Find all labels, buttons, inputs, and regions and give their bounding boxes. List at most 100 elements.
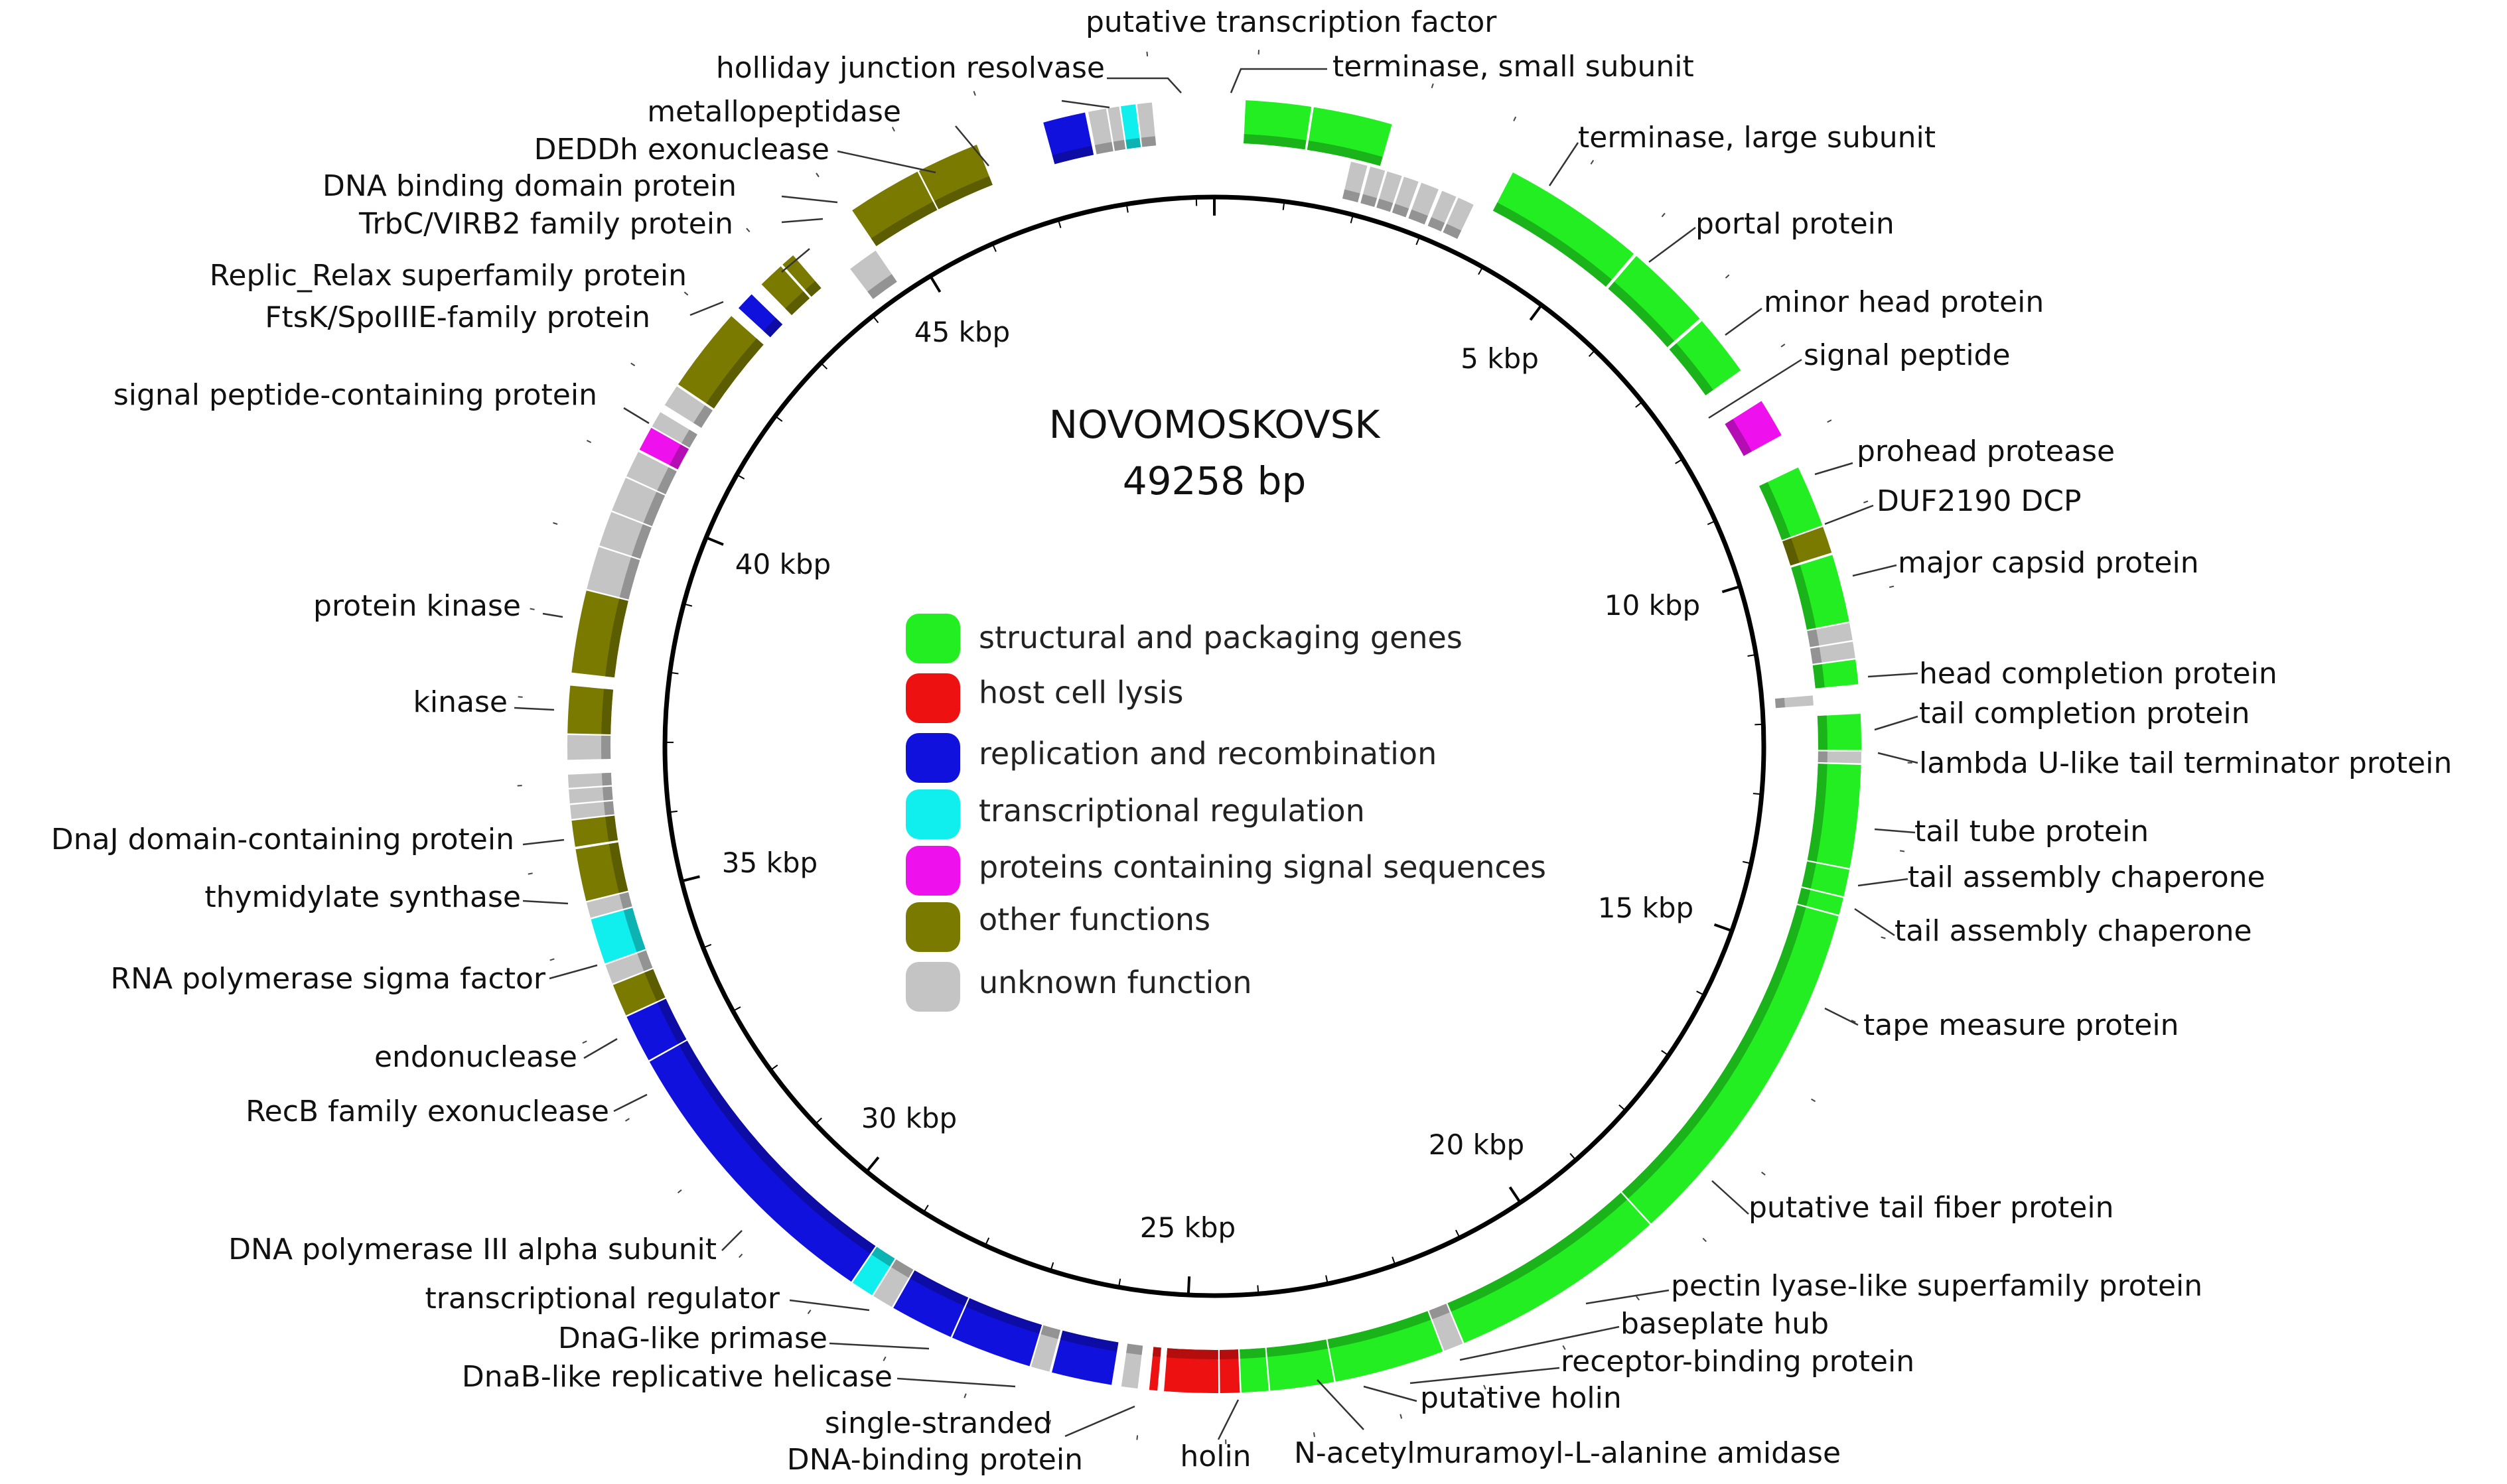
gene-label-16: RecB family exonuclease (246, 1095, 609, 1128)
gene-label-21: single-stranded (825, 1406, 1052, 1440)
gene-label-31: major capsid protein (1898, 546, 2199, 580)
gene-block-structural (1669, 320, 1741, 395)
gene-block-unknown (1810, 641, 1855, 664)
gene-block-unknown (567, 735, 611, 760)
gene-label-6: TrbC/VIRB2 family protein (358, 207, 733, 241)
gene-arc-shadow (706, 338, 764, 409)
gene-arc-shadow (1094, 142, 1113, 155)
gene-block-structural (1812, 659, 1859, 689)
gene-block-unknown (1427, 190, 1457, 232)
gene-arc (1447, 1192, 1650, 1343)
gene-arc-shadow (1152, 1347, 1161, 1357)
gene-arc-shadow (1220, 1349, 1239, 1359)
gene-block-unknown (1360, 167, 1386, 207)
outer-tick (1780, 343, 1786, 348)
gene-label-41: baseplate hub (1620, 1307, 1829, 1341)
gene-block-unknown (652, 412, 697, 448)
gene-arc-shadow (1141, 136, 1157, 147)
outer-tick (1899, 850, 1905, 852)
gene-block-replication (952, 1298, 1042, 1367)
gene-arc-shadow (763, 318, 783, 338)
gene-arc-shadow (1392, 204, 1409, 218)
gene-block-unknown (1392, 176, 1419, 218)
gene-label-11: kinase (413, 685, 508, 719)
gene-block-unknown (587, 547, 640, 600)
outer-tick (1590, 160, 1595, 165)
gene-arc-shadow (1807, 764, 1827, 862)
legend-label-structural: structural and packaging genes (979, 620, 1463, 655)
gene-block-structural (1307, 107, 1392, 166)
gene-arc-shadow (605, 815, 618, 842)
outer-tick (964, 1393, 967, 1398)
gene-label-35: tail tube protein (1914, 815, 2149, 848)
gene-arc-shadow (1240, 1347, 1266, 1359)
outer-tick (1048, 1420, 1051, 1425)
gene-block-unknown (1443, 198, 1474, 239)
gene-arc-shadow (609, 842, 628, 894)
gene-arc-shadow (1427, 217, 1445, 232)
outer-tick (1431, 83, 1434, 88)
gene-arc-shadow (603, 801, 614, 815)
outer-tick (739, 1253, 743, 1258)
outer-tick (1661, 212, 1666, 218)
gene-block-unknown (1408, 182, 1439, 225)
gene-label-13: thymidylate synthase (204, 880, 521, 914)
gene-arc-shadow (1113, 140, 1126, 151)
gene-label-2: holliday junction resolvase (716, 51, 1105, 85)
major-tick (1721, 585, 1741, 594)
gene-arc-shadow (1443, 224, 1462, 239)
gene-label-15: endonuclease (374, 1040, 577, 1074)
gene-block-structural (1240, 1347, 1269, 1393)
gene-block-structural (1447, 1192, 1650, 1343)
outer-tick (1636, 1296, 1640, 1301)
outer-tick (746, 228, 751, 233)
gene-block-unknown (1807, 623, 1853, 647)
gene-arc (852, 171, 938, 246)
gene-arc-shadow (966, 1298, 1042, 1334)
tick-label-35: 35 kbp (722, 846, 818, 879)
legend-swatch-other (906, 902, 960, 952)
outer-tick (1399, 1414, 1403, 1419)
gene-arc (1608, 255, 1700, 348)
gene-arc (1149, 1347, 1161, 1391)
outer-tick (528, 872, 533, 875)
gene-arc-shadow (1429, 1304, 1450, 1319)
gene-block-structural (1622, 905, 1839, 1224)
gene-block-unknown (1376, 171, 1402, 212)
gene-block-unknown (1121, 1343, 1143, 1389)
gene-arc-shadow (1266, 1339, 1328, 1357)
gene-arc (1812, 659, 1859, 689)
gene-block-other (678, 316, 764, 409)
gene-arc-shadow (601, 689, 614, 734)
gene-arc-shadow (1376, 198, 1394, 212)
gene-arc (570, 801, 614, 819)
gene-arc-shadow (1810, 647, 1822, 664)
legend-swatch-signal (906, 846, 960, 896)
outer-tick (1313, 1432, 1315, 1438)
legend-swatch-replication (906, 733, 960, 783)
gene-block-replication (1052, 1330, 1119, 1385)
gene-arc (1120, 104, 1141, 149)
gene-arc (1817, 713, 1861, 750)
gene-arc-shadow (1327, 1311, 1431, 1349)
major-tick (929, 275, 942, 293)
gene-block-replication (626, 998, 687, 1061)
gene-arc-shadow (657, 998, 687, 1044)
legend-label-transcription: transcriptional regulation (979, 793, 1365, 829)
gene-arc-shadow (669, 444, 689, 470)
outer-tick (1562, 1345, 1566, 1350)
gene-block-structural (1797, 888, 1843, 915)
gene-arc-shadow (637, 950, 653, 971)
gene-block-structural (1492, 172, 1634, 287)
gene-label-26: portal protein (1695, 207, 1895, 241)
gene-label-17: DNA polymerase III alpha subunit (228, 1233, 717, 1266)
tick-label-10: 10 kbp (1605, 589, 1700, 622)
gene-arc-shadow (619, 557, 640, 600)
gene-arc-shadow (601, 735, 611, 760)
gene-arc-shadow (681, 429, 697, 448)
gene-arc-shadow (1447, 1192, 1627, 1312)
gene-block-lysis (1220, 1349, 1240, 1393)
outer-tick (683, 291, 689, 296)
gene-label-0: putative transcription factor (1086, 5, 1497, 39)
gene-arc (678, 316, 764, 409)
